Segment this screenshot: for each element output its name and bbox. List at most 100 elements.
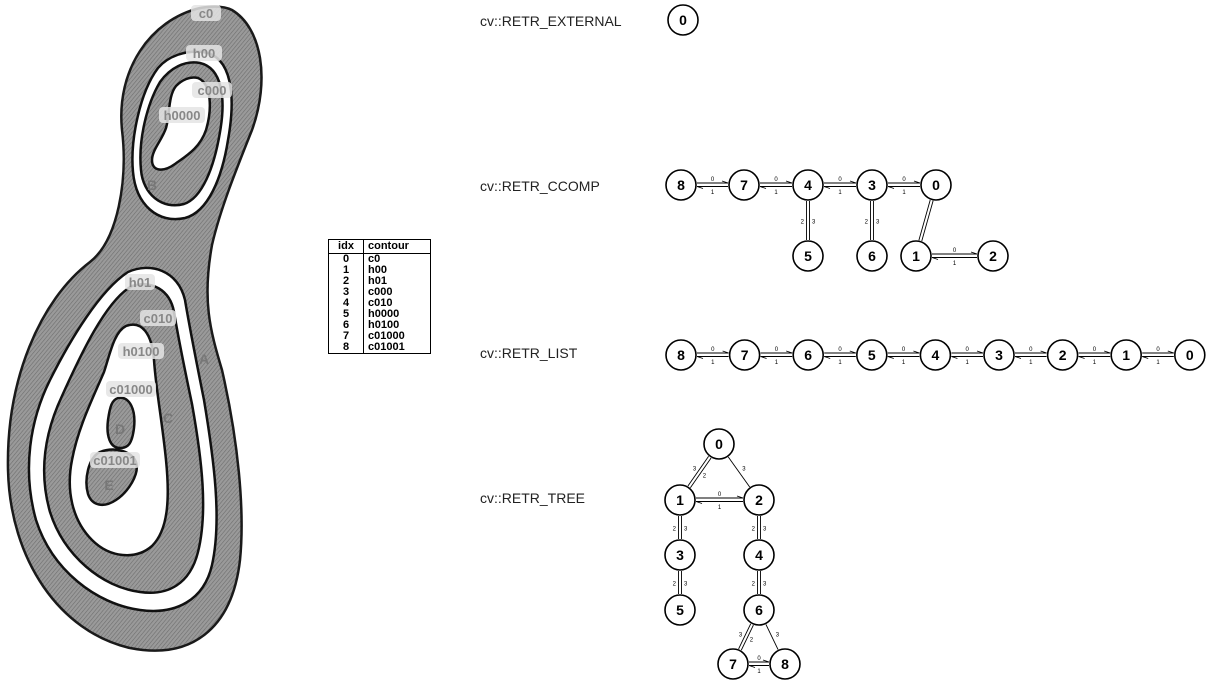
graph-node: 1 [900, 240, 932, 272]
contour-image: c0 h00 c000 h0000 B h01 c010 h0100 A [6, 5, 263, 652]
graph-retr-external: 0 [667, 4, 699, 36]
contour-cell: c0 [368, 253, 381, 265]
next-prev-edge: 01 [695, 492, 744, 511]
edge-label-next: 0 [1093, 347, 1097, 353]
edge-label-parent: 3 [763, 527, 767, 533]
label-c000: c000 [192, 82, 232, 98]
edge-label-prev: 1 [1156, 360, 1160, 366]
idx-cell: 3 [328, 287, 364, 298]
idx-header: idx [328, 239, 364, 254]
node-label: 7 [741, 347, 749, 363]
edge-label-next: 0 [953, 248, 957, 254]
idx-cell: 5 [328, 309, 364, 320]
graph-node: 2 [743, 484, 775, 516]
graph-node: 0 [703, 428, 735, 460]
next-prev-edge: 01 [1014, 347, 1047, 366]
node-label: 8 [677, 347, 685, 363]
next-prev-edge: 01 [1142, 347, 1174, 366]
next-prev-edge: 01 [931, 248, 978, 267]
edge-label-next: 0 [1156, 347, 1160, 353]
node-label: 1 [1122, 347, 1130, 363]
idx-cell: 7 [328, 331, 364, 342]
edge-label-prev: 1 [838, 190, 842, 196]
node-label: 0 [932, 177, 940, 193]
node-label: 8 [781, 656, 789, 672]
idx-cell: 6 [328, 320, 364, 331]
svg-text:c01000: c01000 [109, 382, 152, 397]
next-prev-edge: 01 [760, 347, 793, 366]
node-label: 4 [932, 347, 940, 363]
edge-label-next: 0 [775, 347, 779, 353]
edge-label-prev: 1 [711, 190, 715, 196]
svg-text:c010: c010 [144, 311, 173, 326]
graph-node: 4 [919, 339, 952, 371]
node-label: 5 [676, 602, 684, 618]
edge-label-child: 2 [865, 220, 869, 226]
edge-label-next: 0 [718, 492, 722, 498]
node-label: 5 [868, 347, 876, 363]
graph-node: 0 [1174, 339, 1206, 371]
edge-label-prev: 1 [966, 360, 970, 366]
node-label: 7 [729, 656, 737, 672]
graph-node: 6 [856, 240, 888, 272]
contour-cell: c010 [368, 297, 393, 309]
node-label: 4 [804, 177, 812, 193]
label-B: B [147, 177, 157, 193]
edge-label-next: 0 [1029, 347, 1033, 353]
next-prev-edge: 01 [823, 177, 857, 196]
node-label: 6 [804, 347, 812, 363]
node-label: 6 [755, 602, 763, 618]
mode-label-retr-ccomp: cv::RETR_CCOMP [480, 178, 600, 194]
graph-node: 3 [856, 169, 888, 201]
graph-node: 1 [664, 484, 696, 516]
node-label: 2 [989, 248, 997, 264]
graph-node: 1 [1110, 339, 1142, 371]
idx-cell: 0 [328, 253, 364, 265]
edge-label-child: 2 [801, 220, 805, 226]
node-label: 3 [995, 347, 1003, 363]
edge-label-parent: 3 [684, 582, 688, 588]
edge-label-next: 0 [711, 347, 715, 353]
graph-node: 3 [664, 539, 696, 571]
node-label: 3 [868, 177, 876, 193]
edge-label-next: 0 [838, 177, 842, 183]
graph-node: 6 [792, 339, 825, 371]
graph-node: 4 [792, 169, 824, 201]
svg-text:c01001: c01001 [93, 453, 136, 468]
edge-label-child: 2 [752, 527, 756, 533]
edge-label-parent: 3 [763, 582, 767, 588]
graph-node: 7 [717, 648, 749, 680]
node-label: 5 [804, 248, 812, 264]
next-prev-edge: 01 [824, 347, 856, 366]
idx-cell: 2 [328, 276, 364, 287]
edge-label-prev: 1 [953, 261, 957, 267]
diagonal-edge: 3 [727, 456, 751, 488]
edge-label-child: 2 [673, 527, 677, 533]
label-h0100: h0100 [118, 343, 164, 359]
edge-label-child: 2 [673, 582, 677, 588]
graph-node: 8 [769, 648, 801, 680]
svg-text:h01: h01 [129, 275, 151, 290]
contour-cell: h0100 [368, 319, 400, 331]
graph-node: 8 [665, 169, 697, 201]
svg-text:h0100: h0100 [123, 344, 160, 359]
edge-label-prev: 1 [757, 669, 761, 675]
label-c01001: c01001 [90, 452, 140, 468]
table-row: 0 c0 [328, 253, 431, 265]
edge-label-prev: 1 [774, 190, 778, 196]
contour-h0000-shape [150, 76, 212, 171]
contour-cell: h0000 [368, 308, 400, 320]
edge-label-parent: 3 [742, 467, 746, 473]
edge-label-child: 2 [750, 638, 754, 644]
label-h0000: h0000 [159, 107, 205, 123]
label-c01000: c01000 [106, 381, 156, 397]
